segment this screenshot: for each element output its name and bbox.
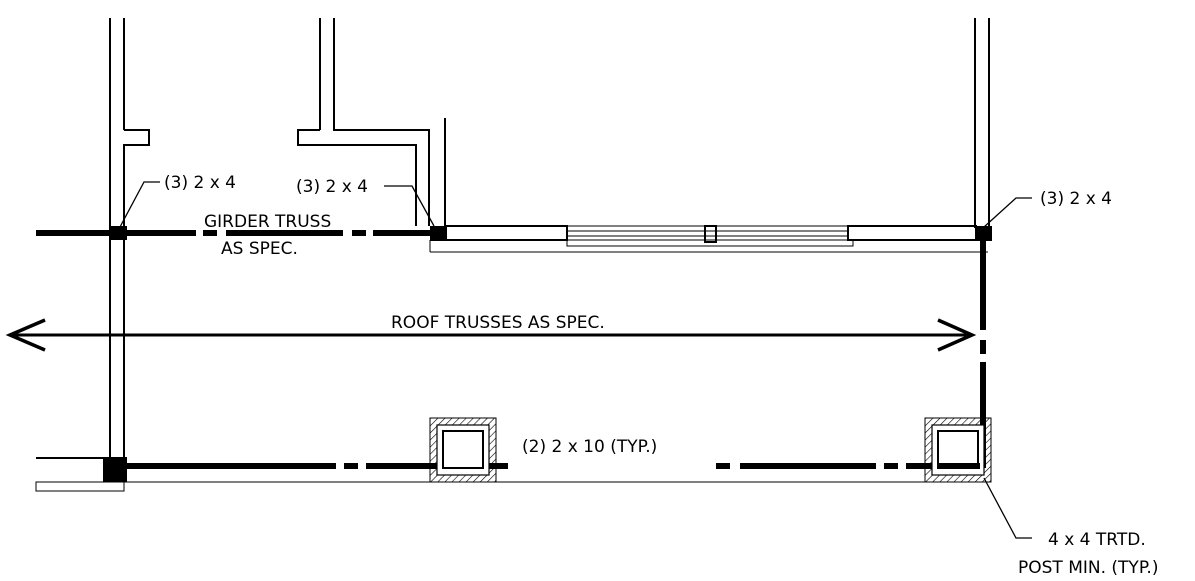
post-mid-girder	[430, 226, 447, 241]
post-right-girder	[975, 226, 992, 241]
label-girder-right: (3) 2 x 4	[1040, 189, 1112, 209]
label-header-typ: (2) 2 x 10 (TYP.)	[522, 437, 657, 457]
label-girder-mid: (3) 2 x 4	[296, 177, 368, 197]
label-post-min: POST MIN. (TYP.)	[1018, 558, 1158, 578]
leader-lines	[119, 181, 1032, 539]
label-girder-truss-spec: AS SPEC.	[221, 239, 298, 259]
label-girder-truss: GIRDER TRUSS	[204, 212, 331, 232]
post-left-bottom	[103, 457, 127, 482]
label-post-size: 4 x 4 TRTD.	[1048, 530, 1146, 550]
upper-wall-window	[429, 225, 988, 253]
treated-post-right	[924, 417, 992, 483]
label-girder-left: (3) 2 x 4	[164, 173, 236, 193]
right-wall	[974, 18, 990, 228]
bottom-wall	[35, 457, 975, 492]
treated-post-middle	[429, 417, 497, 483]
label-roof-trusses: ROOF TRUSSES AS SPEC.	[391, 313, 605, 333]
roof-trusses-arrow	[5, 318, 977, 352]
post-left-girder	[110, 226, 127, 240]
interior-wall	[297, 18, 446, 226]
girder-posts	[110, 226, 992, 241]
